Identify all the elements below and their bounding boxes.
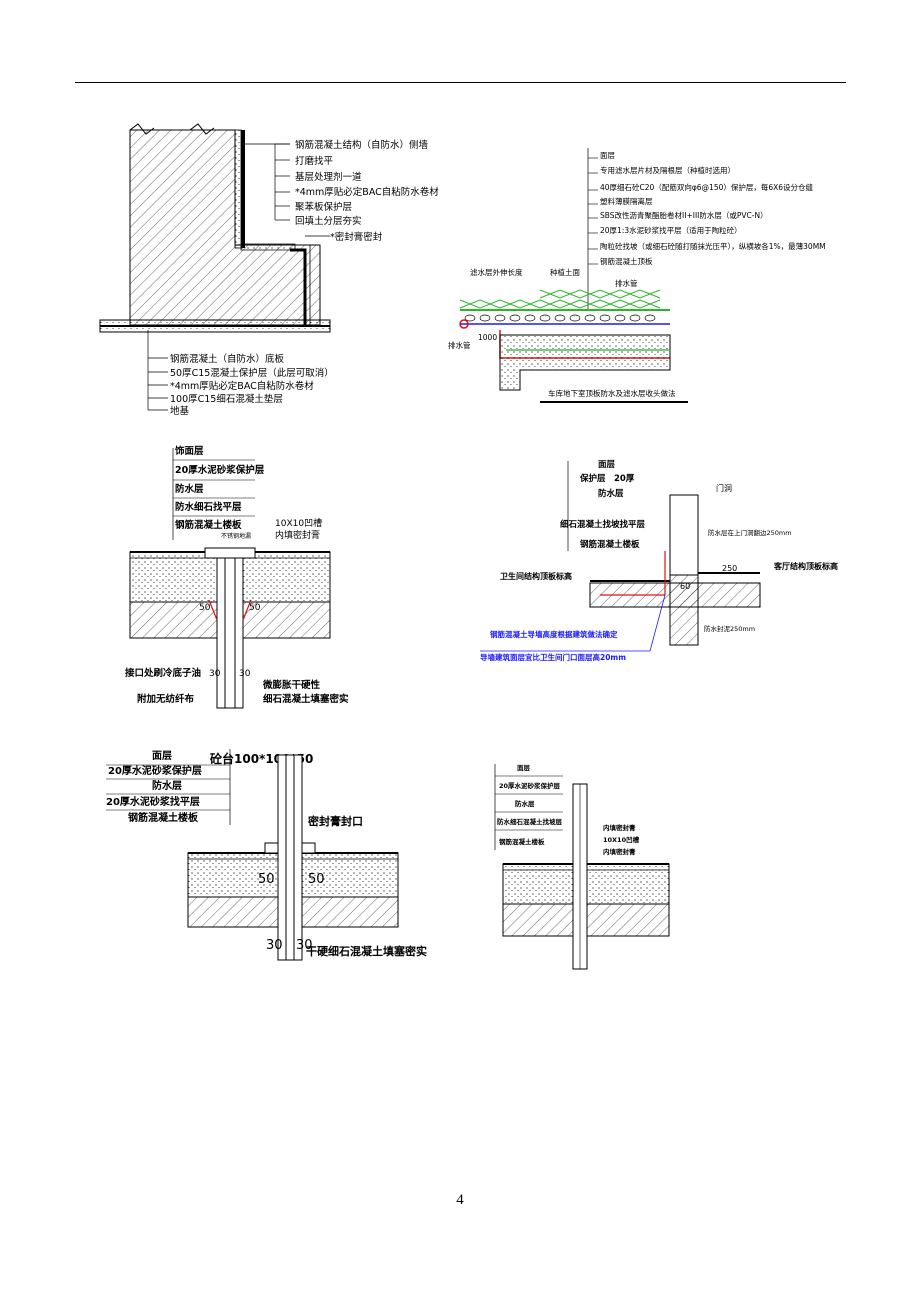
page-number: 4: [456, 1192, 464, 1208]
figure-roof-planting: 面层 专用滤水层片材及隔根层（种植时选用） 40厚细石砼C20（配筋双向φ6@1…: [440, 140, 840, 410]
drain-label-2: 防水层: [175, 483, 204, 495]
door-bath-elev: 卫生间结构顶板标高: [500, 571, 572, 581]
wall-label-5: 回填土分层夯实: [295, 215, 362, 227]
drain-right-1: 内填密封膏: [275, 529, 320, 541]
pipe-a-label-3: 20厚水泥砂浆找平层: [106, 795, 200, 808]
door-tag: 门洞: [716, 483, 732, 493]
pipe-b-right-2: 内填密封膏: [603, 847, 636, 856]
roof-label-5: 20厚1:3水泥砂浆找平层（适用于陶粒砼）: [600, 225, 742, 235]
drain-dim-2: 30: [209, 669, 221, 679]
figure-bathroom-door: 面层 保护层 20厚 防水层 细石混凝土找坡找平层 钢筋混凝土楼板 门洞 防水层…: [480, 455, 840, 675]
wall-label-1: 打磨找平: [295, 155, 334, 167]
door-note-1: 导墙建筑面层宜比卫生间门口面层高20mm: [480, 652, 626, 662]
pipe-a-label-4: 钢筋混凝土楼板: [128, 811, 199, 824]
pipe-b-right-0: 内填密封膏: [603, 823, 636, 832]
header-rule: [75, 82, 846, 83]
door-label-0: 面层: [598, 460, 616, 470]
roof-label-4: SBS改性沥青聚酯胎卷材II+III防水层（或PVC-N）: [600, 210, 768, 220]
pipe-b-label-1: 20厚水泥砂浆保护层: [499, 781, 561, 790]
roof-label-0: 面层: [600, 151, 615, 160]
wall-label-4: 聚苯板保护层: [295, 201, 352, 213]
door-below: 防水封泥250mm: [704, 624, 755, 633]
drain-small-tag: 不锈钢地漏: [221, 532, 251, 540]
pipe-b-label-4: 钢筋混凝土楼板: [499, 837, 545, 846]
roof-tag-soil: 种植土面: [550, 267, 580, 277]
roof-caption: 车库地下室顶板防水及滤水层收头做法: [548, 388, 676, 398]
pipe-a-label-0: 面层: [152, 750, 172, 762]
roof-label-6: 陶粒砼找坡（或细石砼随打随抹光压平），纵横坡各1%，最薄30MM: [600, 241, 826, 251]
wall-label-6: *密封膏密封: [330, 231, 383, 243]
roof-label-1: 专用滤水层片材及隔根层（种植时选用）: [600, 165, 735, 175]
drain-label-1: 20厚水泥砂浆保护层: [175, 464, 265, 476]
door-label-4: 钢筋混凝土楼板: [580, 539, 640, 550]
roof-label-2: 40厚细石砼C20（配筋双向φ6@150）保护层，每6X6设分仓缝: [600, 182, 814, 192]
base-label-1: 50厚C15混凝土保护层（此层可取消）: [170, 367, 334, 379]
pipe-b-label-2: 防水层: [515, 799, 535, 808]
pipe-b-label-3: 防水细石混凝土找坡层: [497, 817, 563, 826]
door-label-3: 细石混凝土找坡找平层: [560, 519, 646, 530]
drain-right-0: 10X10凹槽: [275, 517, 322, 529]
figure-floor-drain: 饰面层 20厚水泥砂浆保护层 防水层 防水细石找平层 钢筋混凝土楼板 不锈钢地漏…: [125, 440, 355, 710]
wall-label-3: *4mm厚贴必定BAC自粘防水卷材: [295, 186, 439, 198]
base-label-3: 100厚C15细石混凝土垫层: [170, 393, 283, 405]
base-label-4: 地基: [170, 405, 190, 417]
drain-dim-0: 50: [199, 603, 211, 613]
drain-label-3: 防水细石找平层: [175, 501, 242, 513]
pipe-a-dim-1: 50: [308, 872, 325, 887]
drain-dim-3: 30: [239, 669, 251, 679]
pipe-b-label-0: 面层: [517, 763, 531, 772]
door-label-1: 保护层 20厚: [579, 473, 635, 484]
drain-bottom-0: 接口处刷冷底子油: [125, 667, 201, 679]
figure-pipe-a: 面层 20厚水泥砂浆保护层 防水层 20厚水泥砂浆找平层 钢筋混凝土楼板 砼台1…: [100, 745, 430, 975]
pipe-a-label-1: 20厚水泥砂浆保护层: [108, 764, 202, 777]
drain-bottom-1: 附加无纺纤布: [137, 693, 195, 705]
roof-tag-drain-right: 排水管: [615, 278, 638, 288]
pipe-a-fill: 干硬细石混凝土填塞密实: [306, 944, 427, 958]
figure-wall-base: 钢筋混凝土结构（自防水）侧墙 打磨找平 基层处理剂一道 *4mm厚贴必定BAC自…: [90, 120, 450, 420]
wall-label-2: 基层处理剂一道: [295, 171, 362, 183]
roof-tag-drain-left: 排水管: [448, 340, 471, 350]
pipe-b-right-1: 10X10凹槽: [603, 835, 640, 844]
door-note-0: 钢筋混凝土导墙高度根据建筑做法确定: [490, 629, 618, 639]
pipe-a-seal: 密封膏封口: [308, 814, 363, 828]
door-upturn: 防水层在上门洞翻边250mm: [708, 528, 792, 537]
roof-tag-dim: 1000: [478, 333, 497, 342]
figure-pipe-b: 面层 20厚水泥砂浆保护层 防水层 防水细石混凝土找坡层 钢筋混凝土楼板 内填密…: [494, 760, 680, 975]
pipe-a-dim-3: 30: [296, 938, 313, 953]
drain-bottom-2: 微膨胀干硬性: [262, 679, 321, 691]
pipe-a-dim-0: 50: [258, 872, 275, 887]
drain-bottom-3: 细石混凝土填塞密实: [263, 693, 349, 705]
door-dim-250: 250: [722, 564, 737, 573]
pipe-a-dim-2: 30: [266, 938, 283, 953]
door-living-elev: 客厅结构顶板标高: [773, 561, 838, 571]
base-label-2: *4mm厚贴必定BAC自粘防水卷材: [170, 380, 314, 392]
door-label-2: 防水层: [598, 488, 624, 499]
drain-label-0: 饰面层: [174, 445, 204, 457]
pipe-a-label-2: 防水层: [152, 779, 182, 792]
drain-label-4: 钢筋混凝土楼板: [175, 519, 242, 531]
wall-label-0: 钢筋混凝土结构（自防水）侧墙: [295, 139, 429, 151]
drain-dim-1: 50: [249, 603, 261, 613]
base-label-0: 钢筋混凝土（自防水）底板: [170, 353, 285, 365]
roof-label-3: 塑料薄膜隔离层: [600, 196, 653, 206]
roof-label-7: 钢筋混凝土顶板: [600, 256, 653, 266]
roof-tag-filter: 滤水层外伸长度: [470, 267, 523, 277]
